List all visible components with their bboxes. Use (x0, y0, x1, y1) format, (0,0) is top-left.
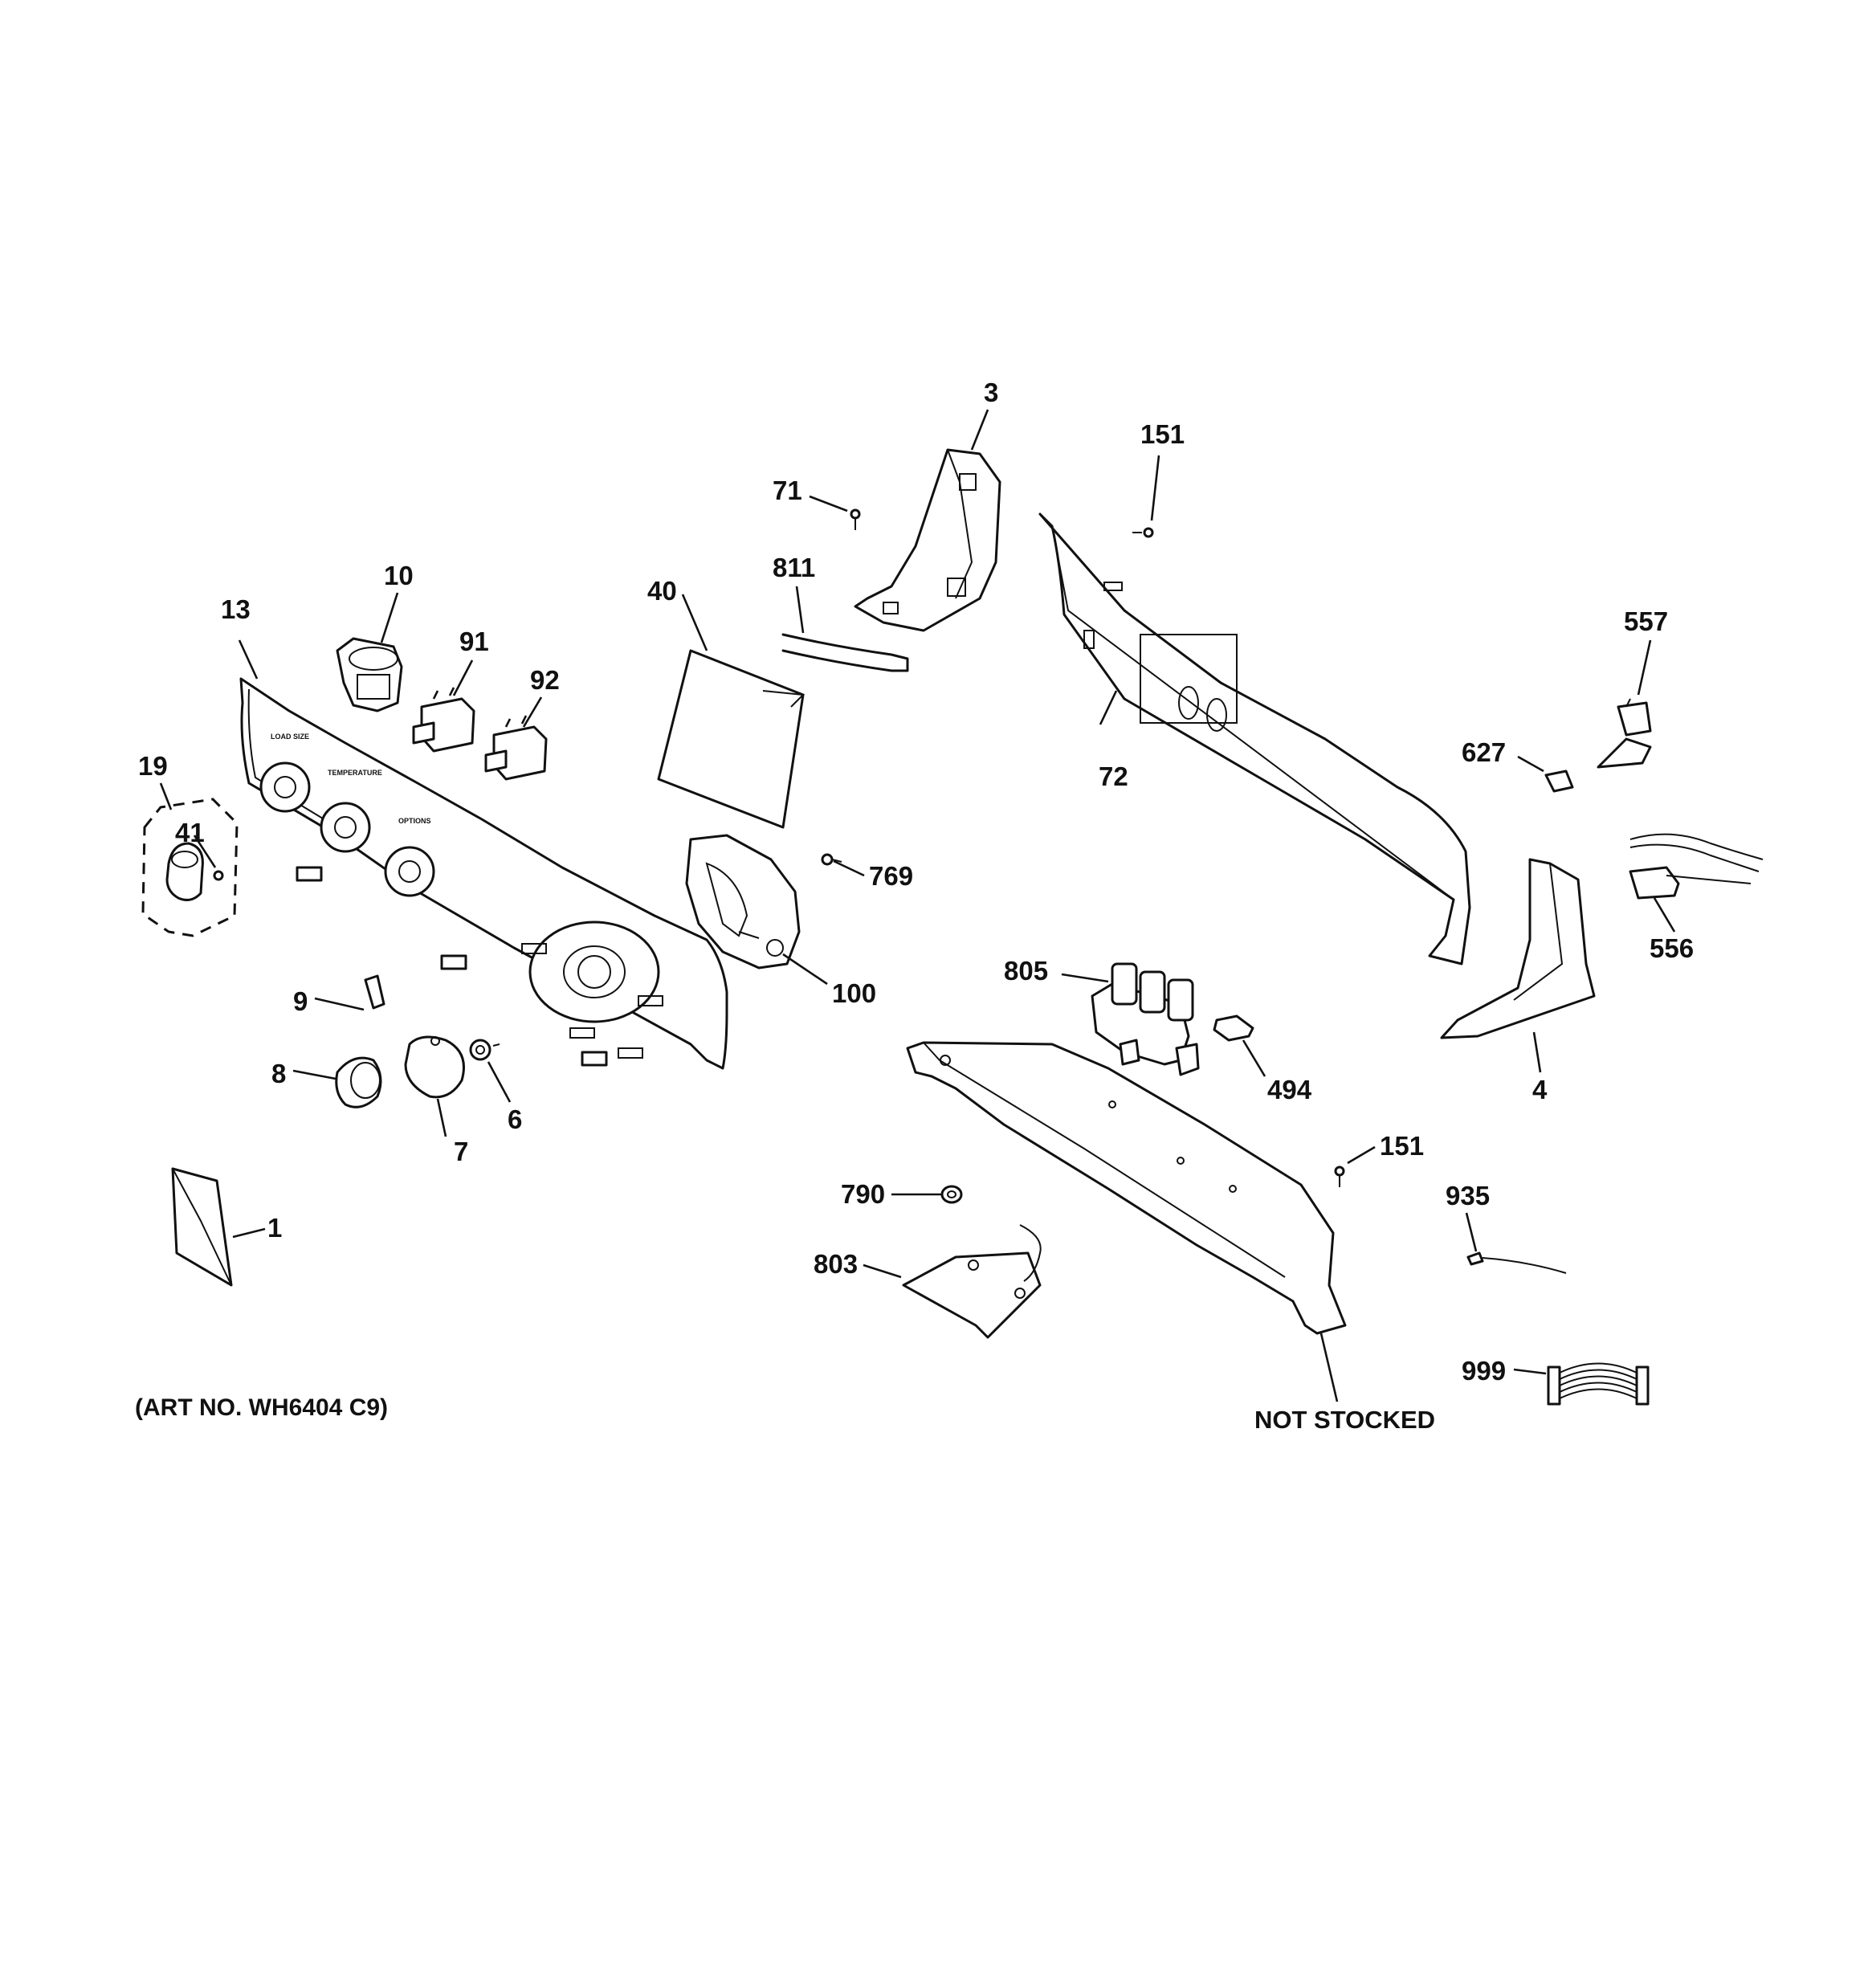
callout-811: 811 (773, 553, 815, 582)
callout-10: 10 (384, 561, 414, 590)
part-3-end-cap-left[interactable] (854, 448, 1001, 632)
callout-72: 72 (1099, 761, 1128, 791)
part-803-inlet[interactable] (902, 1224, 1042, 1339)
part-100-timer[interactable] (685, 834, 801, 970)
callout-494: 494 (1267, 1075, 1312, 1104)
callout-1: 1 (267, 1213, 282, 1243)
part-151-screw-lower[interactable] (1334, 1165, 1345, 1187)
part-13-control-panel[interactable]: LOAD SIZE TEMPERATURE OPTIONS (239, 677, 728, 1070)
part-10-pressure-switch[interactable] (336, 637, 403, 712)
part-627-bushing[interactable] (1544, 769, 1574, 793)
callout-71: 71 (773, 476, 802, 505)
callout-935: 935 (1446, 1181, 1490, 1210)
callout-556: 556 (1650, 933, 1694, 963)
callout-91: 91 (459, 627, 489, 656)
svg-text:OPTIONS: OPTIONS (398, 817, 431, 825)
callout-labels: 3 71 811 151 557 627 556 4 769 100 40 10… (135, 378, 1694, 1434)
callout-92: 92 (530, 665, 560, 695)
part-9-clip[interactable] (364, 974, 385, 1010)
callout-769: 769 (869, 861, 913, 891)
callout-8: 8 (271, 1059, 286, 1088)
part-7-dial-skirt[interactable] (404, 1035, 465, 1099)
part-805-water-valve[interactable] (1091, 962, 1200, 1076)
callout-557: 557 (1624, 606, 1668, 636)
callout-3: 3 (984, 378, 998, 407)
part-811-hose[interactable] (781, 633, 909, 672)
part-8-knob[interactable] (335, 1056, 382, 1108)
callout-7: 7 (454, 1137, 468, 1166)
callout-13: 13 (221, 594, 251, 624)
part-1-literature[interactable] (171, 1167, 233, 1287)
callout-805: 805 (1004, 956, 1048, 986)
leader-lines (159, 409, 1676, 1402)
callout-100: 100 (832, 978, 876, 1008)
callout-19: 19 (138, 751, 168, 781)
part-41-spring[interactable] (213, 870, 224, 881)
part-not-stocked-bracket[interactable] (906, 1041, 1347, 1335)
callout-627: 627 (1462, 737, 1506, 767)
part-999-harness[interactable] (1547, 1362, 1650, 1406)
callout-151-lower: 151 (1380, 1131, 1424, 1161)
callout-6: 6 (508, 1104, 522, 1134)
part-92-switch[interactable] (484, 715, 548, 781)
part-151-screw-top[interactable] (1132, 527, 1154, 538)
part-4-end-cap-right[interactable] (1440, 858, 1596, 1039)
part-19-knob-assembly[interactable] (141, 798, 239, 937)
part-71-screw[interactable] (850, 508, 861, 530)
art-number: (ART NO. WH6404 C9) (135, 1394, 388, 1421)
part-557-cord-clamp[interactable] (1597, 698, 1652, 769)
svg-text:LOAD SIZE: LOAD SIZE (271, 733, 309, 741)
part-40-wiring-diagram[interactable] (657, 649, 806, 829)
callout-40: 40 (647, 576, 677, 606)
not-stocked-label: NOT STOCKED (1254, 1406, 1435, 1434)
callout-151-top: 151 (1140, 419, 1185, 449)
part-935-wire[interactable] (1466, 1251, 1567, 1274)
callout-4: 4 (1532, 1075, 1548, 1104)
part-6-nut[interactable] (469, 1039, 500, 1061)
part-790-clamp[interactable] (940, 1185, 963, 1204)
callout-41: 41 (175, 818, 205, 847)
part-556-harness[interactable] (1629, 833, 1764, 900)
part-91-switch[interactable] (412, 687, 475, 753)
callout-790: 790 (841, 1179, 885, 1209)
part-494-terminal[interactable] (1213, 1014, 1254, 1042)
part-769-screw[interactable] (821, 853, 842, 866)
callout-9: 9 (293, 986, 308, 1016)
part-72-backsplash[interactable] (1038, 512, 1471, 965)
svg-text:TEMPERATURE: TEMPERATURE (328, 769, 382, 777)
callout-999: 999 (1462, 1356, 1506, 1386)
callout-803: 803 (814, 1249, 858, 1279)
